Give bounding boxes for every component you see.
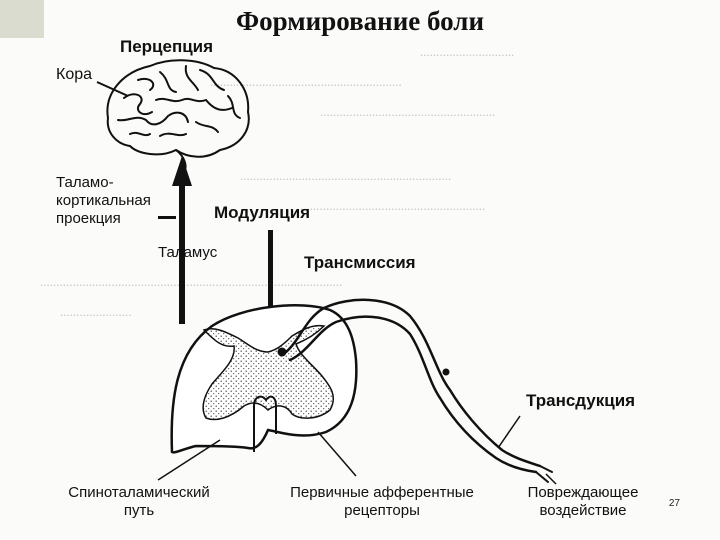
neuron-cell-body (278, 348, 287, 357)
transduction-label: Трансдукция (526, 392, 635, 410)
afferent-pointer (318, 432, 356, 476)
perception-label: Перцепция (120, 38, 213, 56)
page-number: 27 (669, 498, 680, 509)
damaging-stimulus-label: Повреждающее воздействие (518, 484, 648, 520)
thalamus-label: Таламус (158, 244, 217, 262)
transduction-pointer (498, 416, 520, 448)
transmission-label: Трансмиссия (304, 254, 416, 272)
thalamocortical-pointer (158, 216, 176, 219)
primary-afferent-label: Первичные афферентные рецепторы (270, 484, 494, 520)
ascending-arrow (172, 156, 192, 324)
brain-illustration (107, 60, 248, 172)
thalamocortical-label: Таламо- кортикальная проекция (56, 174, 151, 228)
ganglion-cell-body (443, 369, 450, 376)
spinothalamic-label: Спиноталамический путь (54, 484, 224, 520)
cortex-label: Кора (56, 66, 92, 84)
modulation-label: Модуляция (214, 204, 310, 222)
